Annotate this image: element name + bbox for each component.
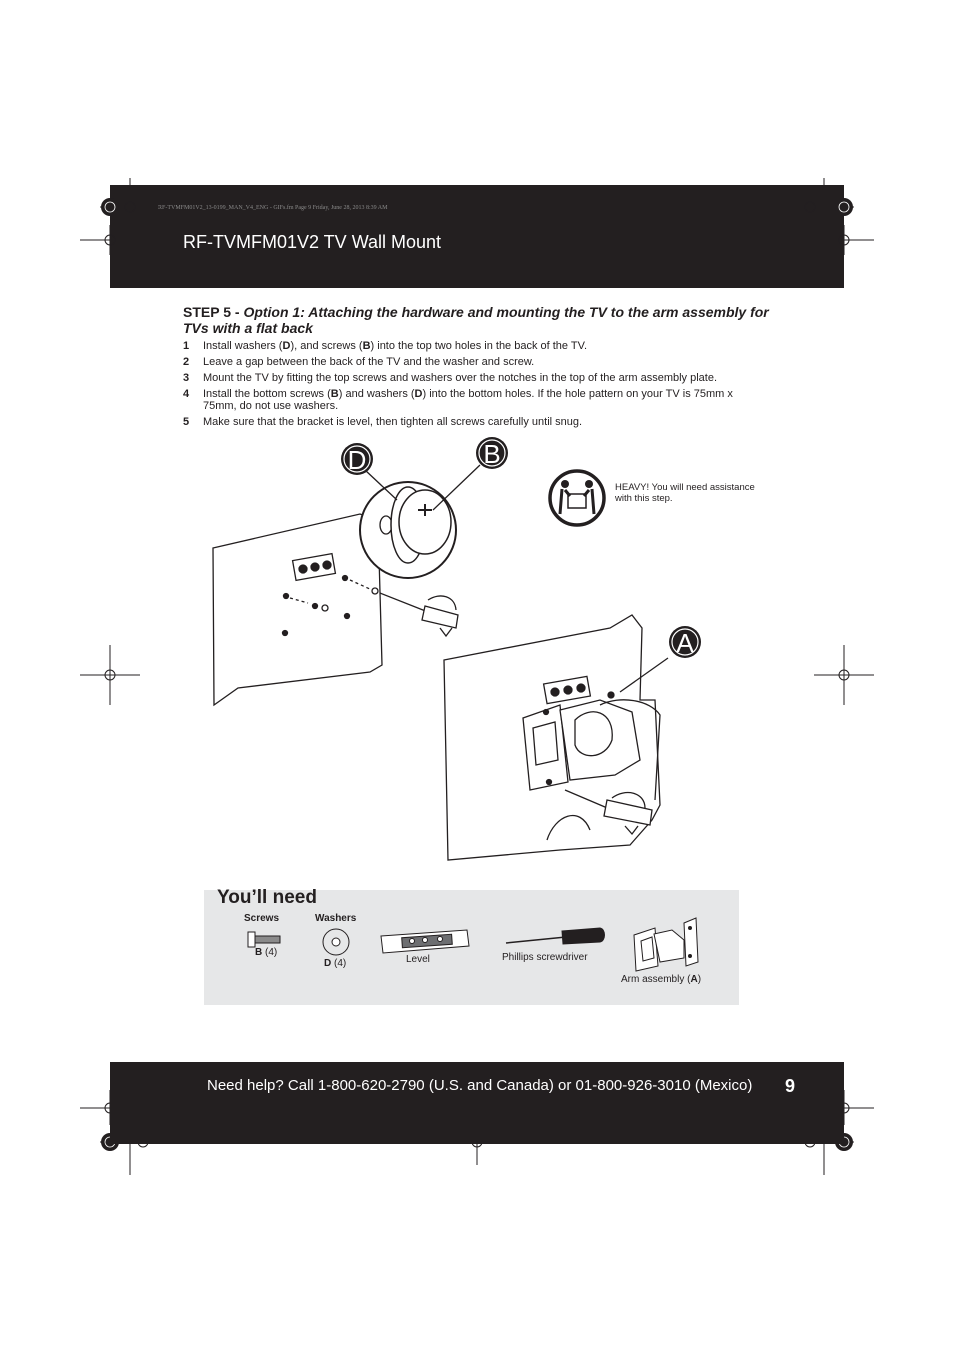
step-text: Make sure that the bracket is level, the… (203, 416, 583, 428)
step-number: 2 (183, 356, 190, 368)
washers-heading: Washers (315, 913, 357, 924)
level-label: Level (406, 954, 430, 965)
washer-icon (322, 928, 350, 956)
callout-a (669, 626, 701, 658)
step-item: 3 Mount the TV by fitting the top screws… (183, 372, 768, 384)
callout-d (341, 443, 373, 475)
step-item: 2 Leave a gap between the back of the TV… (183, 356, 768, 368)
screw-icon (247, 931, 281, 948)
callout-b (476, 437, 508, 469)
arm-assembly-icon (633, 917, 699, 972)
tools-needed-title: You’ll need (217, 887, 317, 908)
step-text: Leave a gap between the back of the TV a… (203, 356, 535, 368)
heavy-warning-text: HEAVY! You will need assistance with thi… (615, 482, 755, 504)
help-line: Need help? Call 1-800-620-2790 (U.S. and… (207, 1077, 753, 1094)
step-number: 4 (183, 388, 190, 400)
washer-label: D (4) (324, 958, 347, 969)
callout-a-label: A (676, 628, 694, 658)
screw-label: B (4) (255, 947, 278, 958)
step-item: 1 Install washers (D), and screws (B) in… (183, 340, 768, 352)
step-number: 5 (183, 416, 190, 428)
step-number: 1 (183, 340, 190, 352)
screwdriver-icon (505, 927, 605, 945)
step-text: Install washers (D), and screws (B) into… (203, 340, 588, 352)
step-list: 1 Install washers (D), and screws (B) in… (183, 340, 768, 432)
document-title: RF-TVMFM01V2 TV Wall Mount (183, 232, 442, 252)
level-icon (380, 929, 470, 954)
callout-b-label: B (483, 439, 500, 469)
step-text: Mount the TV by fitting the top screws a… (203, 372, 718, 384)
page-number: 9 (785, 1076, 796, 1096)
step-item: 5 Make sure that the bracket is level, t… (183, 416, 768, 428)
step-option-title: Option 1: Attaching the hardware and mou… (183, 304, 769, 336)
step-item: 4 Install the bottom screws (B) and wash… (183, 388, 768, 412)
print-slug: RF-TVMFM01V2_13-0199_MAN_V4_ENG - GIFs.f… (158, 205, 388, 211)
step-heading: STEP 5 - Option 1: Attaching the hardwar… (183, 304, 783, 336)
step-prefix: STEP 5 - (183, 304, 244, 320)
step-text: Install the bottom screws (B) and washer… (203, 388, 733, 412)
footer-band (110, 1062, 844, 1144)
callout-d-label: D (348, 445, 367, 475)
header-band (110, 185, 844, 288)
step-number: 3 (183, 372, 190, 384)
screwdriver-label: Phillips screwdriver (502, 952, 588, 963)
heavy-lift-icon (548, 469, 606, 527)
screws-heading: Screws (244, 913, 280, 924)
arm-assembly-label: Arm assembly (A) (621, 974, 702, 985)
